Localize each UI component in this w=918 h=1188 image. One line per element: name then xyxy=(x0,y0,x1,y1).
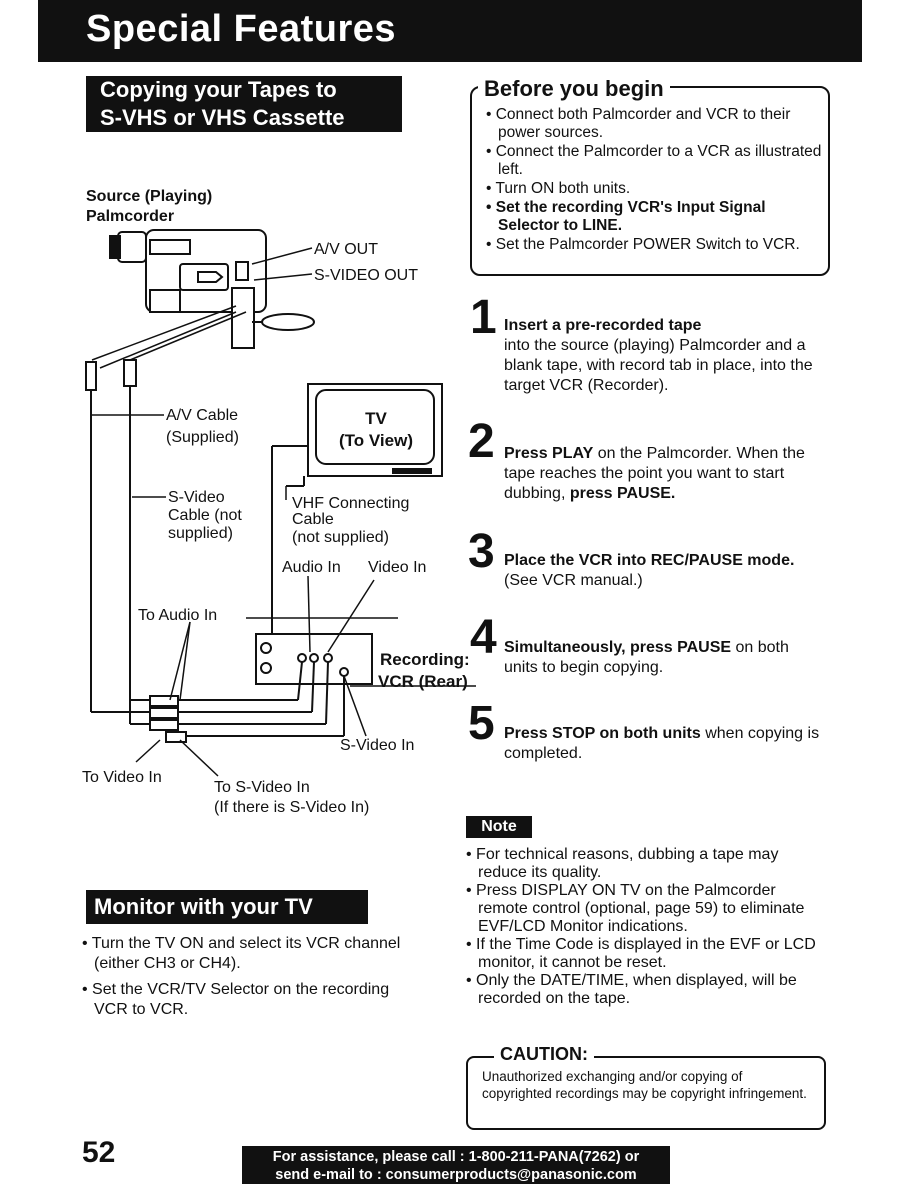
vhf-cable-label-2: Cable xyxy=(292,511,334,528)
before-you-begin-list: • Connect both Palmcorder and VCR to the… xyxy=(486,106,824,255)
note-item: • Press DISPLAY ON TV on the Palmcorder … xyxy=(466,882,805,935)
heading-line-1: Copying your Tapes to xyxy=(100,77,337,102)
step-1-body: into the source (playing) Palmcorder and… xyxy=(504,337,813,394)
monitor-item: • Turn the TV ON and select its VCR chan… xyxy=(82,935,401,972)
av-out-label: A/V OUT xyxy=(314,241,379,258)
step-4-text: Simultaneously, press PAUSE on both unit… xyxy=(504,638,824,678)
step-number: 4 xyxy=(470,611,497,664)
before-item: • Set the Palmcorder POWER Switch to VCR… xyxy=(486,236,800,253)
step-2-bold: Press PLAY xyxy=(504,445,594,462)
before-item: • Connect both Palmcorder and VCR to the… xyxy=(486,106,791,141)
step-3-body: (See VCR manual.) xyxy=(504,572,643,589)
step-3-bold: Place the VCR into REC/PAUSE mode. xyxy=(504,552,795,569)
step-2-bold-2: press PAUSE. xyxy=(569,485,676,502)
source-line-1: Source (Playing) xyxy=(86,188,213,205)
assistance-footer: For assistance, please call : 1-800-211-… xyxy=(242,1146,670,1184)
svideo-cable-label: S-Video xyxy=(168,489,225,506)
to-svideo-in-label: To S-Video In xyxy=(214,779,310,796)
vcr-rear-label: VCR (Rear) xyxy=(378,672,468,691)
tv-label-line-1: TV xyxy=(365,409,387,428)
page-title: Special Features xyxy=(86,8,397,50)
note-item: • For technical reasons, dubbing a tape … xyxy=(466,846,779,881)
footer-line-1: For assistance, please call : 1-800-211-… xyxy=(272,1149,640,1165)
heading-line-2: S-VHS or VHS Cassette xyxy=(100,105,345,130)
footer-line-2: send e-mail to : consumerproducts@panaso… xyxy=(275,1167,637,1183)
before-item: • Connect the Palmcorder to a VCR as ill… xyxy=(486,143,822,178)
step-number: 1 xyxy=(470,291,497,344)
caution-title: CAUTION: xyxy=(494,1044,594,1065)
source-label: Source (Playing) Palmcorder xyxy=(86,187,212,227)
tv-label-line-2: (To View) xyxy=(339,431,413,450)
recording-label: Recording: xyxy=(380,650,470,669)
step-4-body: on both units to begin copying. xyxy=(504,639,789,676)
step-2-body: on the Palmcorder. When the tape reaches… xyxy=(504,445,805,502)
step-5-text: Press STOP on both units when copying is… xyxy=(504,724,824,764)
page-header: Special Features xyxy=(38,0,862,62)
palmcorder-illustration xyxy=(109,229,315,349)
copying-section-heading: Copying your Tapes to S-VHS or VHS Casse… xyxy=(86,76,402,132)
to-audio-in-label: To Audio In xyxy=(138,607,218,624)
vhf-cable-label-3: (not supplied) xyxy=(292,529,389,546)
before-item: • Set the recording VCR's Input Signal S… xyxy=(486,199,766,234)
note-list: • For technical reasons, dubbing a tape … xyxy=(466,846,826,1008)
if-svideo-label: (If there is S-Video In) xyxy=(214,799,370,816)
av-cable-supplied-label: (Supplied) xyxy=(166,429,239,446)
step-number: 5 xyxy=(468,697,495,750)
note-item: • If the Time Code is displayed in the E… xyxy=(466,936,816,971)
step-number: 3 xyxy=(468,525,495,578)
step-5-bold: Press STOP on both units xyxy=(504,725,701,742)
before-item: • Turn ON both units. xyxy=(486,180,631,197)
caution-box xyxy=(466,1056,826,1130)
audio-in-label: Audio In xyxy=(282,559,341,576)
caution-text: Unauthorized exchanging and/or copying o… xyxy=(482,1069,807,1101)
note-item: • Only the DATE/TIME, when displayed, wi… xyxy=(466,972,797,1007)
av-cable-label: A/V Cable xyxy=(166,407,239,424)
tv-label: TV (To View) xyxy=(318,408,434,452)
step-1-bold: Insert a pre-recorded tape xyxy=(504,317,702,334)
svideo-cable-label-2: Cable (not xyxy=(168,507,242,524)
step-2-text: Press PLAY on the Palmcorder. When the t… xyxy=(504,444,824,504)
source-line-2: Palmcorder xyxy=(86,208,175,225)
note-badge: Note xyxy=(466,816,532,838)
monitor-list: • Turn the TV ON and select its VCR chan… xyxy=(82,934,402,1026)
monitor-section-heading: Monitor with your TV xyxy=(86,890,368,924)
to-video-in-label: To Video In xyxy=(82,769,162,786)
step-number: 2 xyxy=(468,415,495,468)
vhf-cable-label: VHF Connecting xyxy=(292,495,410,512)
step-5-body: when copying is completed. xyxy=(504,725,820,762)
step-3-text: Place the VCR into REC/PAUSE mode. (See … xyxy=(504,551,824,591)
page-number: 52 xyxy=(82,1136,116,1169)
svideo-out-label: S-VIDEO OUT xyxy=(314,267,419,284)
monitor-item: • Set the VCR/TV Selector on the recordi… xyxy=(82,981,390,1018)
svideo-in-label: S-Video In xyxy=(340,737,415,754)
svideo-cable-label-3: supplied) xyxy=(168,525,233,542)
before-you-begin-title: Before you begin xyxy=(478,76,670,102)
step-4-bold: Simultaneously, press PAUSE xyxy=(504,639,732,656)
video-in-label: Video In xyxy=(368,559,427,576)
step-1-text: Insert a pre-recorded tape into the sour… xyxy=(504,316,824,396)
